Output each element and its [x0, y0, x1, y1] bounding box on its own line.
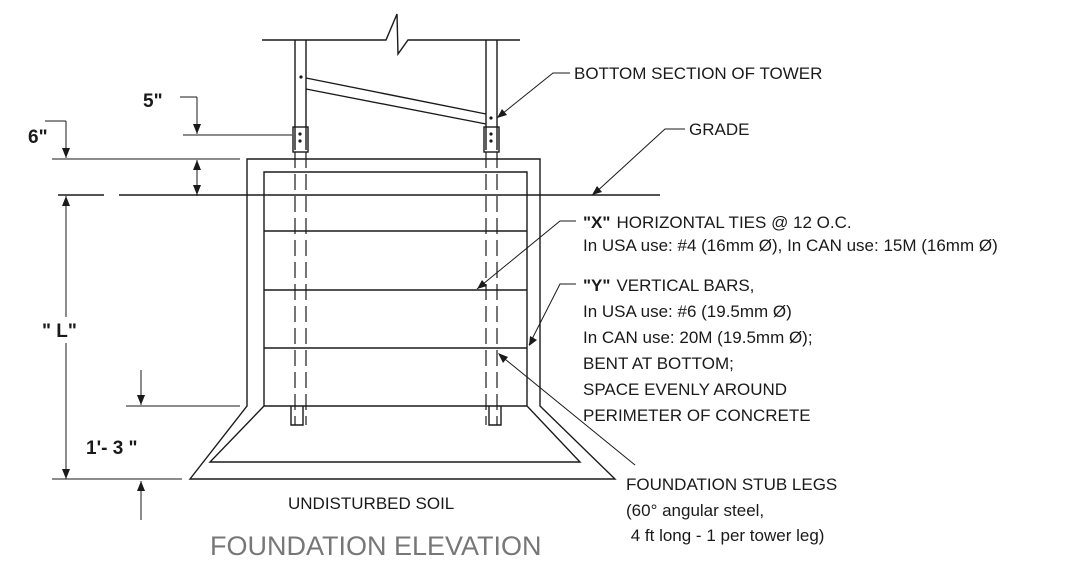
bars-perimeter-note: PERIMETER OF CONCRETE [583, 406, 811, 425]
leader-tower: BOTTOM SECTION OF TOWER [496, 64, 822, 119]
soil-label: UNDISTURBED SOIL [288, 494, 454, 513]
bars-bent-note: BENT AT BOTTOM; [583, 354, 734, 373]
svg-text:"X"HORIZONTAL TIES @ 12 O.C.: "X" HORIZONTAL TIES @ 12 O.C. [583, 213, 852, 232]
ties-spec: In USA use: #4 (16mm Ø), In CAN use: 15M… [583, 236, 998, 255]
stub-legs-material: (60° angular steel, [626, 501, 764, 520]
stub-legs-length: 4 ft long - 1 per tower leg) [626, 526, 824, 545]
dim-top-projection: 6" [28, 120, 240, 196]
bars-mark: "Y" [583, 276, 610, 295]
grade-label: GRADE [689, 120, 749, 139]
leader-bars: "Y" VERTICAL BARS, In USA use: #6 (19.5mm… [528, 276, 813, 425]
svg-text:"Y"VERTICAL BARS,: "Y" VERTICAL BARS, [583, 276, 754, 295]
dim-5-label: 5" [143, 91, 163, 112]
tower-right-leg [483, 40, 500, 153]
leader-grade: GRADE [592, 120, 749, 195]
ties-mark: "X" [583, 213, 610, 232]
bars-space-note: SPACE EVENLY AROUND [583, 380, 787, 399]
dim-bottom-cover: 1'- 3 " [86, 370, 240, 520]
ties-heading: HORIZONTAL TIES @ 12 O.C. [616, 213, 851, 232]
dim-6-label: 6" [28, 127, 48, 148]
dim-tower-offset: 5" [143, 91, 292, 136]
dim-l-label: " L" [42, 321, 77, 342]
dim-length: " L" [38, 196, 182, 480]
bars-heading: VERTICAL BARS, [616, 276, 754, 295]
bars-usa-spec: In USA use: #6 (19.5mm Ø) [583, 302, 792, 321]
tower-left-leg [292, 40, 309, 153]
drawing-title: FOUNDATION ELEVATION [210, 531, 542, 561]
tower-label: BOTTOM SECTION OF TOWER [574, 64, 822, 83]
stub-leg-right [485, 152, 502, 426]
leader-ties: "X" HORIZONTAL TIES @ 12 O.C. In USA use:… [476, 213, 998, 290]
leader-stub-legs: FOUNDATION STUB LEGS (60° angular steel,… [498, 353, 837, 545]
dim-1ft3-label: 1'- 3 " [86, 438, 138, 459]
tower-break-line [262, 13, 520, 57]
tower-diagonal-brace [305, 77, 487, 125]
rebar-cage [208, 171, 582, 463]
stub-leg-left [290, 152, 307, 426]
bars-can-spec: In CAN use: 20M (19.5mm Ø); [583, 328, 813, 347]
stub-legs-label: FOUNDATION STUB LEGS [626, 475, 837, 494]
foundation-outline [188, 158, 617, 480]
horizontal-ties [264, 230, 527, 407]
